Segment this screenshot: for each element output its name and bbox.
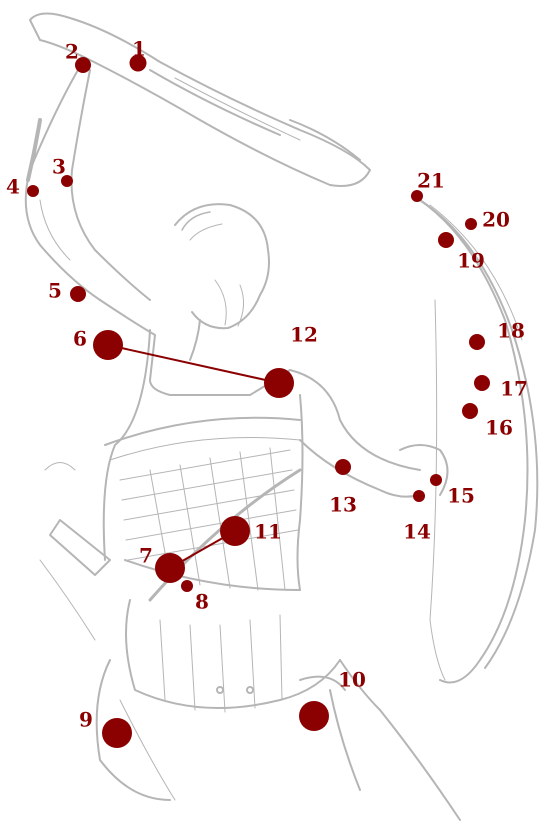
star-11 [220, 516, 250, 546]
star-label-21: 21 [417, 169, 445, 193]
star-label-12: 12 [290, 323, 318, 347]
star-18 [469, 334, 485, 350]
star-17 [474, 375, 490, 391]
star-label-1: 1 [132, 37, 146, 61]
star-label-4: 4 [6, 175, 20, 199]
star-label-3: 3 [52, 155, 66, 179]
star-9 [102, 718, 132, 748]
star-10 [299, 701, 329, 731]
star-label-10: 10 [338, 668, 366, 692]
star-16 [462, 403, 478, 419]
star-12 [264, 368, 294, 398]
star-6 [93, 330, 123, 360]
star-label-6: 6 [73, 327, 87, 351]
star-label-15: 15 [447, 484, 475, 508]
star-label-8: 8 [195, 590, 209, 614]
star-4 [27, 185, 39, 197]
star-8 [181, 580, 193, 592]
star-19 [438, 232, 454, 248]
star-20 [465, 218, 477, 230]
star-13 [335, 459, 351, 475]
connection-line-6-12 [108, 345, 279, 383]
star-label-5: 5 [48, 279, 62, 303]
star-5 [70, 286, 86, 302]
star-7 [155, 553, 185, 583]
star-label-18: 18 [497, 319, 525, 343]
star-label-20: 20 [482, 208, 510, 232]
star-15 [430, 474, 442, 486]
star-label-9: 9 [79, 708, 93, 732]
star-label-11: 11 [254, 520, 282, 544]
star-markers [27, 55, 490, 749]
star-label-7: 7 [139, 544, 153, 568]
star-label-19: 19 [457, 249, 485, 273]
star-label-13: 13 [329, 493, 357, 517]
star-14 [413, 490, 425, 502]
star-label-17: 17 [500, 377, 528, 401]
star-label-16: 16 [485, 416, 513, 440]
star-label-2: 2 [65, 40, 79, 64]
star-label-14: 14 [403, 520, 431, 544]
